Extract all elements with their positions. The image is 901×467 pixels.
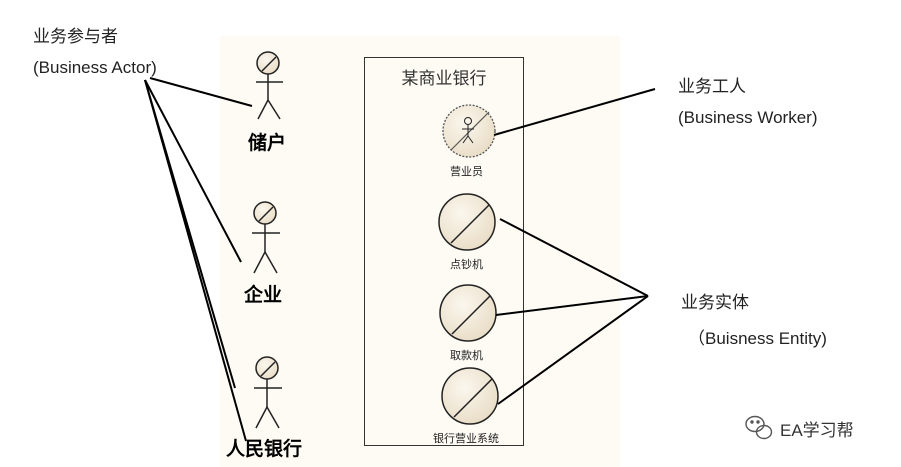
entity-annotation-subtitle: （Buisness Entity): [688, 329, 827, 348]
entity-label-atm: 取款机: [450, 350, 483, 362]
entity-label-banking-system: 银行营业系统: [433, 433, 499, 445]
actor-annotation-title: 业务参与者: [33, 27, 118, 46]
actor-label-depositor: 储户: [248, 133, 287, 154]
business-entity-icon-atm: [439, 284, 497, 342]
worker-annotation-title: 业务工人: [678, 77, 746, 96]
actor-label-central-bank: 人民银行: [226, 439, 303, 460]
entity-annotation-title: 业务实体: [681, 293, 749, 312]
business-entity-icon-counter: [438, 193, 496, 251]
actor-annotation-lines: [144, 77, 253, 442]
actor-figure-central-bank: [254, 356, 282, 429]
actor-figure-enterprise: [252, 201, 280, 274]
worker-annotation-line: [493, 88, 656, 136]
business-worker-icon: [442, 104, 496, 158]
actor-figure-depositor: [256, 51, 283, 120]
boundary-title: 某商业银行: [401, 69, 487, 88]
worker-label: 营业员: [450, 166, 483, 178]
entity-annotation-lines: [495, 218, 649, 405]
watermark-text: EA学习帮: [780, 421, 854, 440]
actor-annotation-subtitle: (Business Actor): [33, 58, 157, 77]
business-boundary: 某商业银行: [364, 57, 524, 446]
wechat-icon: [745, 415, 773, 440]
entity-label-counter: 点钞机: [450, 259, 483, 271]
diagram-canvas: [220, 36, 620, 467]
worker-annotation-subtitle: (Business Worker): [678, 108, 818, 127]
business-entity-icon-banking-system: [441, 367, 499, 425]
actor-label-enterprise: 企业: [244, 285, 283, 306]
